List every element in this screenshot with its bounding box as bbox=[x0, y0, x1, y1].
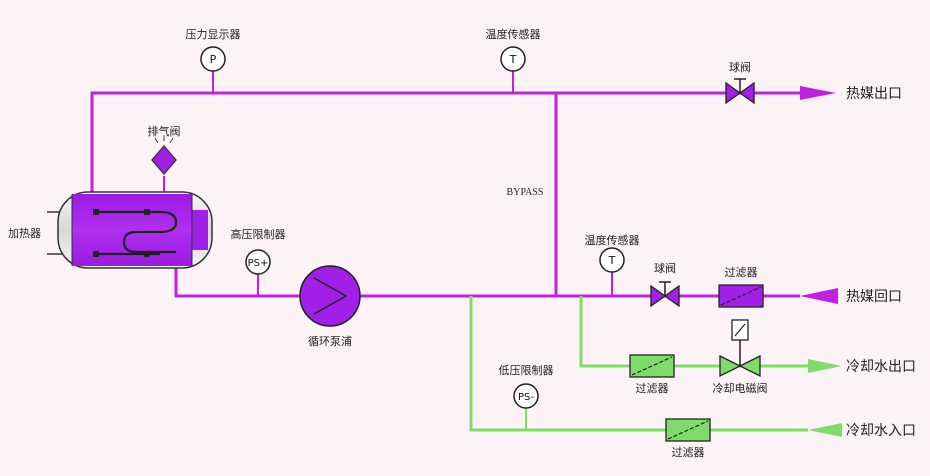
cool-outlet-label: 冷却水出口 bbox=[846, 359, 916, 375]
filter-cool-out-label: 过滤器 bbox=[636, 382, 669, 395]
ball-valve-mid-label: 球阀 bbox=[654, 261, 676, 275]
high-limit-switch-icon[interactable]: PS+ bbox=[245, 249, 271, 275]
low-limit-symbol: PS- bbox=[518, 392, 534, 403]
heating-coil bbox=[96, 210, 178, 254]
filter-return-icon[interactable] bbox=[718, 284, 764, 308]
vent-valve-icon[interactable] bbox=[151, 135, 177, 175]
low-pressure-limiter-label: 低压限制器 bbox=[499, 364, 554, 377]
filter-cool-out-icon[interactable] bbox=[629, 354, 675, 378]
hot-pipe-network bbox=[90, 71, 800, 298]
ball-valve-mid-icon[interactable] bbox=[650, 281, 680, 308]
pressure-display-label: 压力显示器 bbox=[186, 28, 241, 41]
heater-label: 加热器 bbox=[8, 227, 41, 240]
circulation-pump-label: 循环泵浦 bbox=[308, 335, 352, 348]
circulation-pump-icon[interactable] bbox=[299, 265, 361, 327]
cool-outlet-pipe bbox=[579, 296, 808, 368]
temp-sensor-top-label: 温度传感器 bbox=[486, 27, 541, 41]
ball-valve-top-label: 球阀 bbox=[729, 60, 751, 74]
hot-return-arrow bbox=[800, 288, 838, 304]
high-limit-symbol: PS+ bbox=[248, 258, 269, 269]
pressure-gauge-icon[interactable]: P bbox=[200, 46, 226, 72]
heater-tank[interactable] bbox=[47, 191, 213, 269]
hot-outlet-arrow bbox=[800, 86, 836, 100]
high-pressure-limiter-label: 高压限制器 bbox=[231, 227, 286, 241]
temp-sensor-mid-symbol: T bbox=[608, 254, 616, 267]
temp-sensor-top-symbol: T bbox=[509, 53, 517, 66]
hot-return-pipe bbox=[174, 268, 800, 298]
cool-inlet-arrow bbox=[808, 423, 842, 437]
temp-sensor-top-icon[interactable]: T bbox=[500, 46, 526, 72]
temp-sensor-mid-icon[interactable]: T bbox=[599, 247, 625, 273]
filter-cool-in-label: 过滤器 bbox=[672, 446, 705, 459]
cool-inlet-label: 冷却水入口 bbox=[846, 423, 916, 439]
filter-cool-in-icon[interactable] bbox=[665, 418, 711, 442]
solenoid-valve-label: 冷却电磁阀 bbox=[713, 381, 768, 395]
bypass-label: BYPASS bbox=[507, 187, 544, 198]
hot-supply-pipe bbox=[90, 91, 800, 192]
hot-return-label: 热媒回口 bbox=[846, 289, 902, 305]
temp-sensor-mid-label: 温度传感器 bbox=[585, 233, 640, 247]
vent-valve-label: 排气阀 bbox=[148, 124, 181, 138]
ball-valve-top-icon[interactable] bbox=[725, 78, 755, 105]
hot-outlet-label: 热媒出口 bbox=[846, 86, 902, 102]
pressure-gauge-symbol: P bbox=[210, 53, 217, 66]
low-limit-switch-icon[interactable]: PS- bbox=[513, 383, 539, 409]
cool-outlet-arrow bbox=[808, 359, 842, 373]
filter-return-label: 过滤器 bbox=[725, 266, 758, 279]
solenoid-valve-icon[interactable] bbox=[719, 319, 761, 378]
